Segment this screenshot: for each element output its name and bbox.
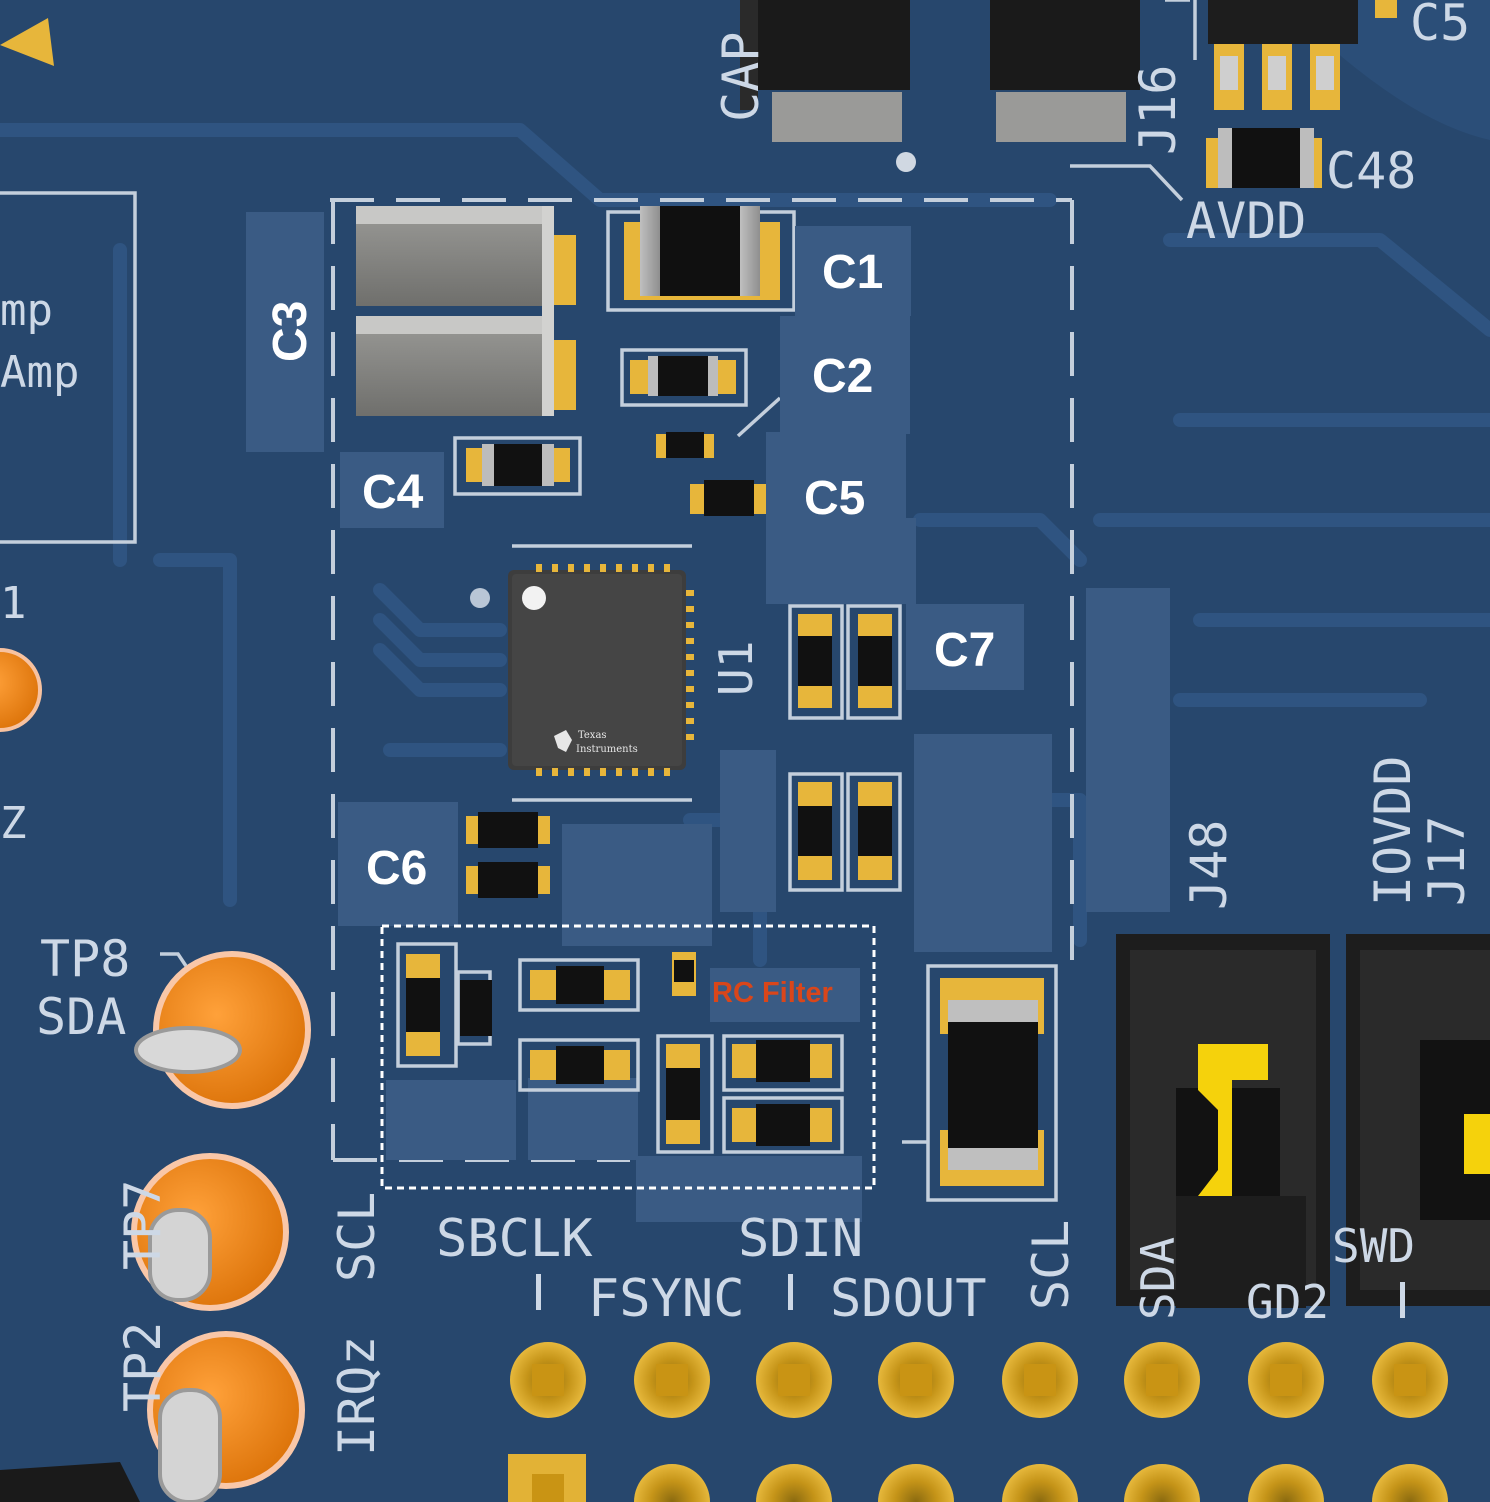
- amp-module-outline: mp Amp: [0, 191, 137, 544]
- silk-j16: J16: [1129, 65, 1187, 155]
- capacitor-c48: [1206, 128, 1322, 188]
- silk-scl-left: SCL: [328, 1192, 386, 1282]
- silk-one-left: 1: [0, 578, 27, 629]
- silk-amp-line1: mp: [0, 285, 53, 336]
- c2-leader: [736, 396, 782, 438]
- regulator-sot: [1208, 0, 1397, 110]
- ic-u1: [470, 544, 694, 802]
- callout-c5: C5: [804, 472, 865, 525]
- capacitor-pair-lower: [788, 772, 902, 892]
- silk-j48: J48: [1180, 820, 1238, 910]
- top-left-fiducial: [0, 18, 54, 66]
- ti-logo: Texas Instruments: [554, 730, 638, 755]
- silk-gd2: GD2: [1246, 1275, 1329, 1329]
- capacitor-c4: [453, 436, 582, 496]
- capacitor-small-1: [656, 432, 714, 458]
- silk-sdin: SDIN: [738, 1209, 863, 1269]
- silk-avdd: AVDD: [1186, 192, 1306, 250]
- silk-irqz: IRQz: [328, 1336, 386, 1456]
- capacitor-c1: [606, 206, 796, 312]
- callout-c4: C4: [362, 466, 424, 519]
- silk-cap: CAP: [712, 32, 770, 122]
- silk-fsync: FSYNC: [588, 1269, 745, 1329]
- callout-c2: C2: [812, 350, 873, 403]
- jumper-j17: [1346, 934, 1490, 1306]
- rc-filter-box: [380, 924, 876, 1190]
- silk-c5-corner: C5: [1410, 0, 1470, 52]
- testpoint-left-partial: [0, 648, 42, 732]
- callout-c3: C3: [264, 301, 317, 362]
- tp8-leader: [160, 952, 188, 967]
- capacitor-c7-pair: [788, 604, 902, 720]
- silk-amp-line2: Amp: [0, 347, 79, 398]
- silk-sda-left: SDA: [36, 988, 126, 1046]
- silk-scl-right: SCL: [1022, 1220, 1080, 1310]
- silk-iovdd: IOVDD: [1364, 755, 1422, 906]
- j16-outline: [1165, 0, 1197, 60]
- silk-sbclk: SBCLK: [436, 1209, 593, 1269]
- testpoint-tp7: [131, 1153, 289, 1311]
- pin1-dot: [896, 152, 916, 172]
- jumper-j48: [1116, 934, 1330, 1308]
- capacitor-c2: [620, 348, 748, 407]
- capacitor-c3-pair: [356, 206, 576, 416]
- cap-component-right: [990, 0, 1140, 142]
- avdd-leader: [1070, 164, 1184, 202]
- callout-c7: C7: [934, 624, 995, 677]
- testpoint-tp2: [147, 1331, 305, 1502]
- silk-j17: J17: [1418, 816, 1476, 906]
- testpoint-tp8: [134, 951, 311, 1109]
- silk-u1: U1: [709, 641, 763, 696]
- silk-sdout: SDOUT: [830, 1269, 987, 1329]
- callout-c1: C1: [822, 246, 883, 299]
- silk-tp2: TP2: [114, 1322, 172, 1412]
- capacitor-large-bottom: [926, 964, 1058, 1202]
- silk-tp7: TP7: [114, 1180, 172, 1270]
- rc-filter-components: [396, 942, 844, 1154]
- callout-c6: C6: [366, 842, 427, 895]
- silk-separator-ticks: [536, 1274, 1405, 1318]
- rc-filter-label: RC Filter: [712, 977, 833, 1009]
- silk-tp8: TP8: [40, 930, 130, 988]
- silk-swd: SWD: [1332, 1219, 1415, 1273]
- silk-c48: C48: [1326, 142, 1416, 200]
- ti-logo-line2: Instruments: [576, 744, 638, 755]
- header-pins-row2: [508, 1454, 1448, 1502]
- ti-logo-line1: Texas: [578, 730, 607, 741]
- component-bottom-left: [0, 1462, 140, 1502]
- silk-z-left: Z: [0, 798, 27, 849]
- capacitor-c6-pair: [466, 812, 550, 898]
- texas-instruments-logo-icon: [554, 730, 572, 752]
- header-pins-row1: [510, 1342, 1448, 1418]
- silk-sda-bottom: SDA: [1131, 1237, 1185, 1320]
- cap-component-left: [740, 0, 910, 142]
- capacitor-c5-pair: [690, 480, 768, 516]
